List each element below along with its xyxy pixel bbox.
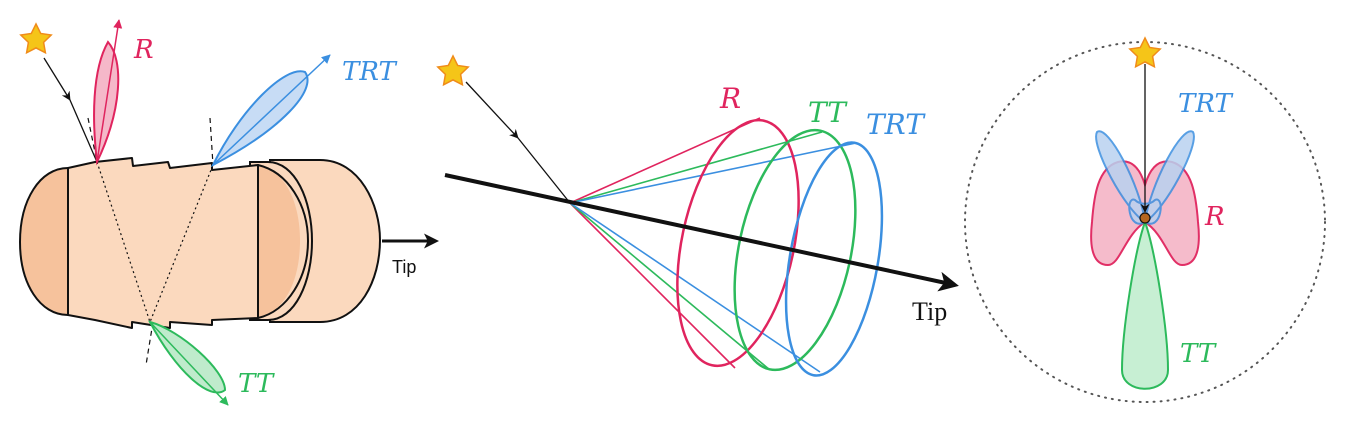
star-icon: [19, 22, 53, 55]
lobe-TT-section: [1120, 219, 1170, 390]
fiber-center: [1139, 212, 1151, 224]
label-TRT-1: TRT: [342, 57, 397, 87]
label-TRT-3: TRT: [1178, 89, 1233, 119]
lobe-TT: [148, 320, 227, 394]
hair-left-cap: [18, 166, 69, 317]
tip-label-2: Tip: [912, 297, 947, 326]
panel-cones: Tip R TT TRT: [436, 54, 959, 377]
lobe-TRT: [210, 70, 309, 168]
label-TT-1: TT: [238, 369, 275, 399]
label-R-3: R: [1204, 202, 1225, 232]
label-TT-2: TT: [808, 96, 848, 129]
label-TRT-2: TRT: [866, 108, 926, 141]
label-R-1: R: [133, 35, 154, 65]
hair-end-shade: [258, 165, 300, 318]
panel-hair-fiber: Tip R TRT TT: [18, 19, 439, 406]
cone-ellipse-R: [676, 118, 800, 368]
incident-ray: [43, 57, 71, 101]
tip-label-1: Tip: [392, 257, 416, 277]
internal-path: [96, 161, 214, 324]
hair-axis: [444, 173, 959, 292]
label-TT-3: TT: [1180, 339, 1217, 369]
label-R-2: R: [719, 82, 741, 115]
star-icon: [436, 54, 470, 87]
hair-body: [67, 157, 259, 329]
panel-cross-section: TRT R TT: [964, 36, 1326, 403]
star-icon: [1128, 36, 1162, 69]
